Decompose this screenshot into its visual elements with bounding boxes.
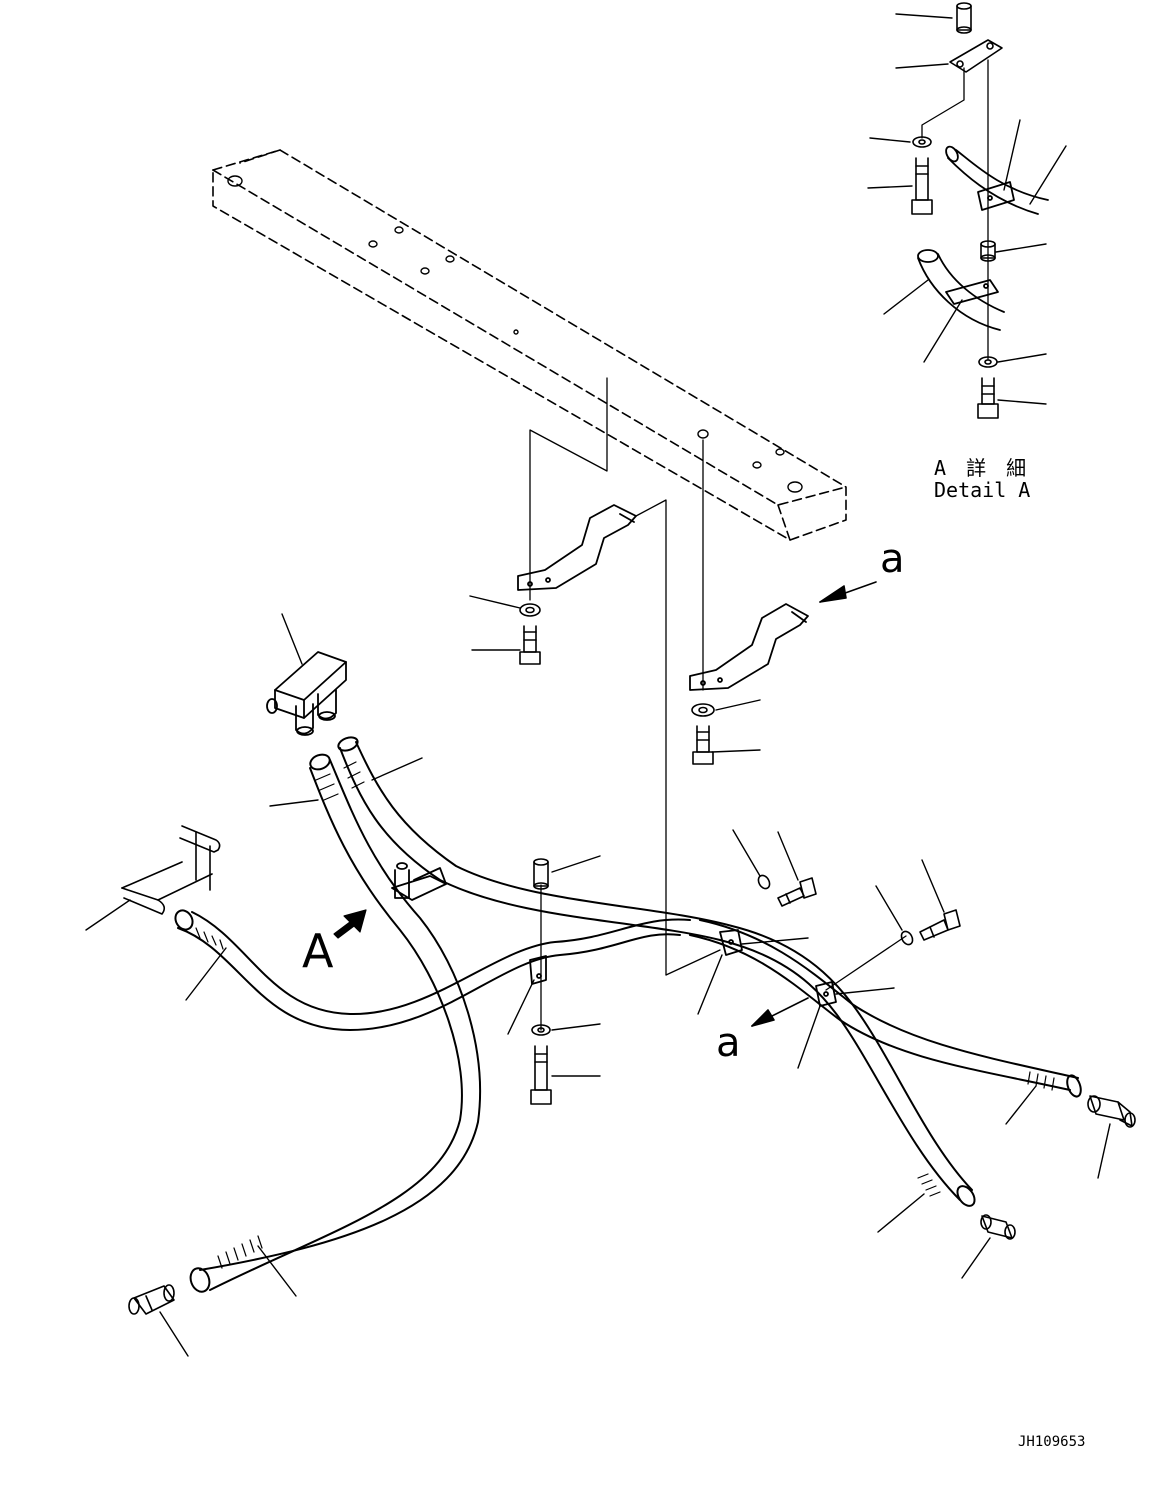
detail-spacer-mid [980,240,996,262]
detail-bolt-2 [977,377,999,419]
bolt-3 [530,1045,552,1105]
bolt-5 [919,909,961,941]
spacer-center [533,858,549,890]
manifold-block [266,651,347,736]
lever-pipe [121,825,221,915]
washer-4 [757,874,771,890]
fitting-lower-right [980,1214,1016,1240]
washer-3 [531,1024,551,1036]
hose-b [189,753,482,1293]
washer-2 [691,703,715,717]
detail-spacer-top [956,2,972,34]
beam-holes [227,175,803,493]
frame-beam [212,149,847,541]
bracket-right [689,603,809,691]
detail-hose-upper [945,145,1049,215]
view-label-a-upper: a [880,536,905,582]
view-arrow-a-lower [751,997,809,1027]
detail-plate [949,39,1003,73]
clamp-center [529,955,547,985]
hose-d [689,919,1082,1098]
detail-bolt-1 [911,157,933,215]
bolt-1 [519,625,541,665]
leader-lines [85,13,1111,1357]
fitting-lower-left [128,1284,175,1315]
view-label-A: A [302,924,334,978]
detail-hose-lower [917,249,1005,331]
hose-c [337,736,976,1207]
hose-ribbing [195,761,1055,1269]
detail-title-en: Detail A [934,478,1031,502]
view-arrow-a-upper [819,581,877,603]
bolt-4 [777,877,817,907]
detail-A-arrow [333,909,367,939]
drawing-number: JH109653 [1018,1434,1086,1450]
fitting-right-tee [1087,1095,1136,1128]
view-label-a-lower: a [716,1020,741,1066]
hose-a [174,909,691,1031]
detail-washer-1 [912,136,932,148]
clamp-upper-left [391,862,447,901]
bracket-left [517,504,637,591]
clamp-right-1 [719,929,743,956]
clamp-right-2 [815,981,837,1007]
detail-washer-2 [978,356,998,368]
washer-5 [900,930,914,946]
washer-1 [519,603,541,617]
bolt-2 [692,725,714,765]
detail-title-jp: A 詳 細 [934,456,1031,480]
